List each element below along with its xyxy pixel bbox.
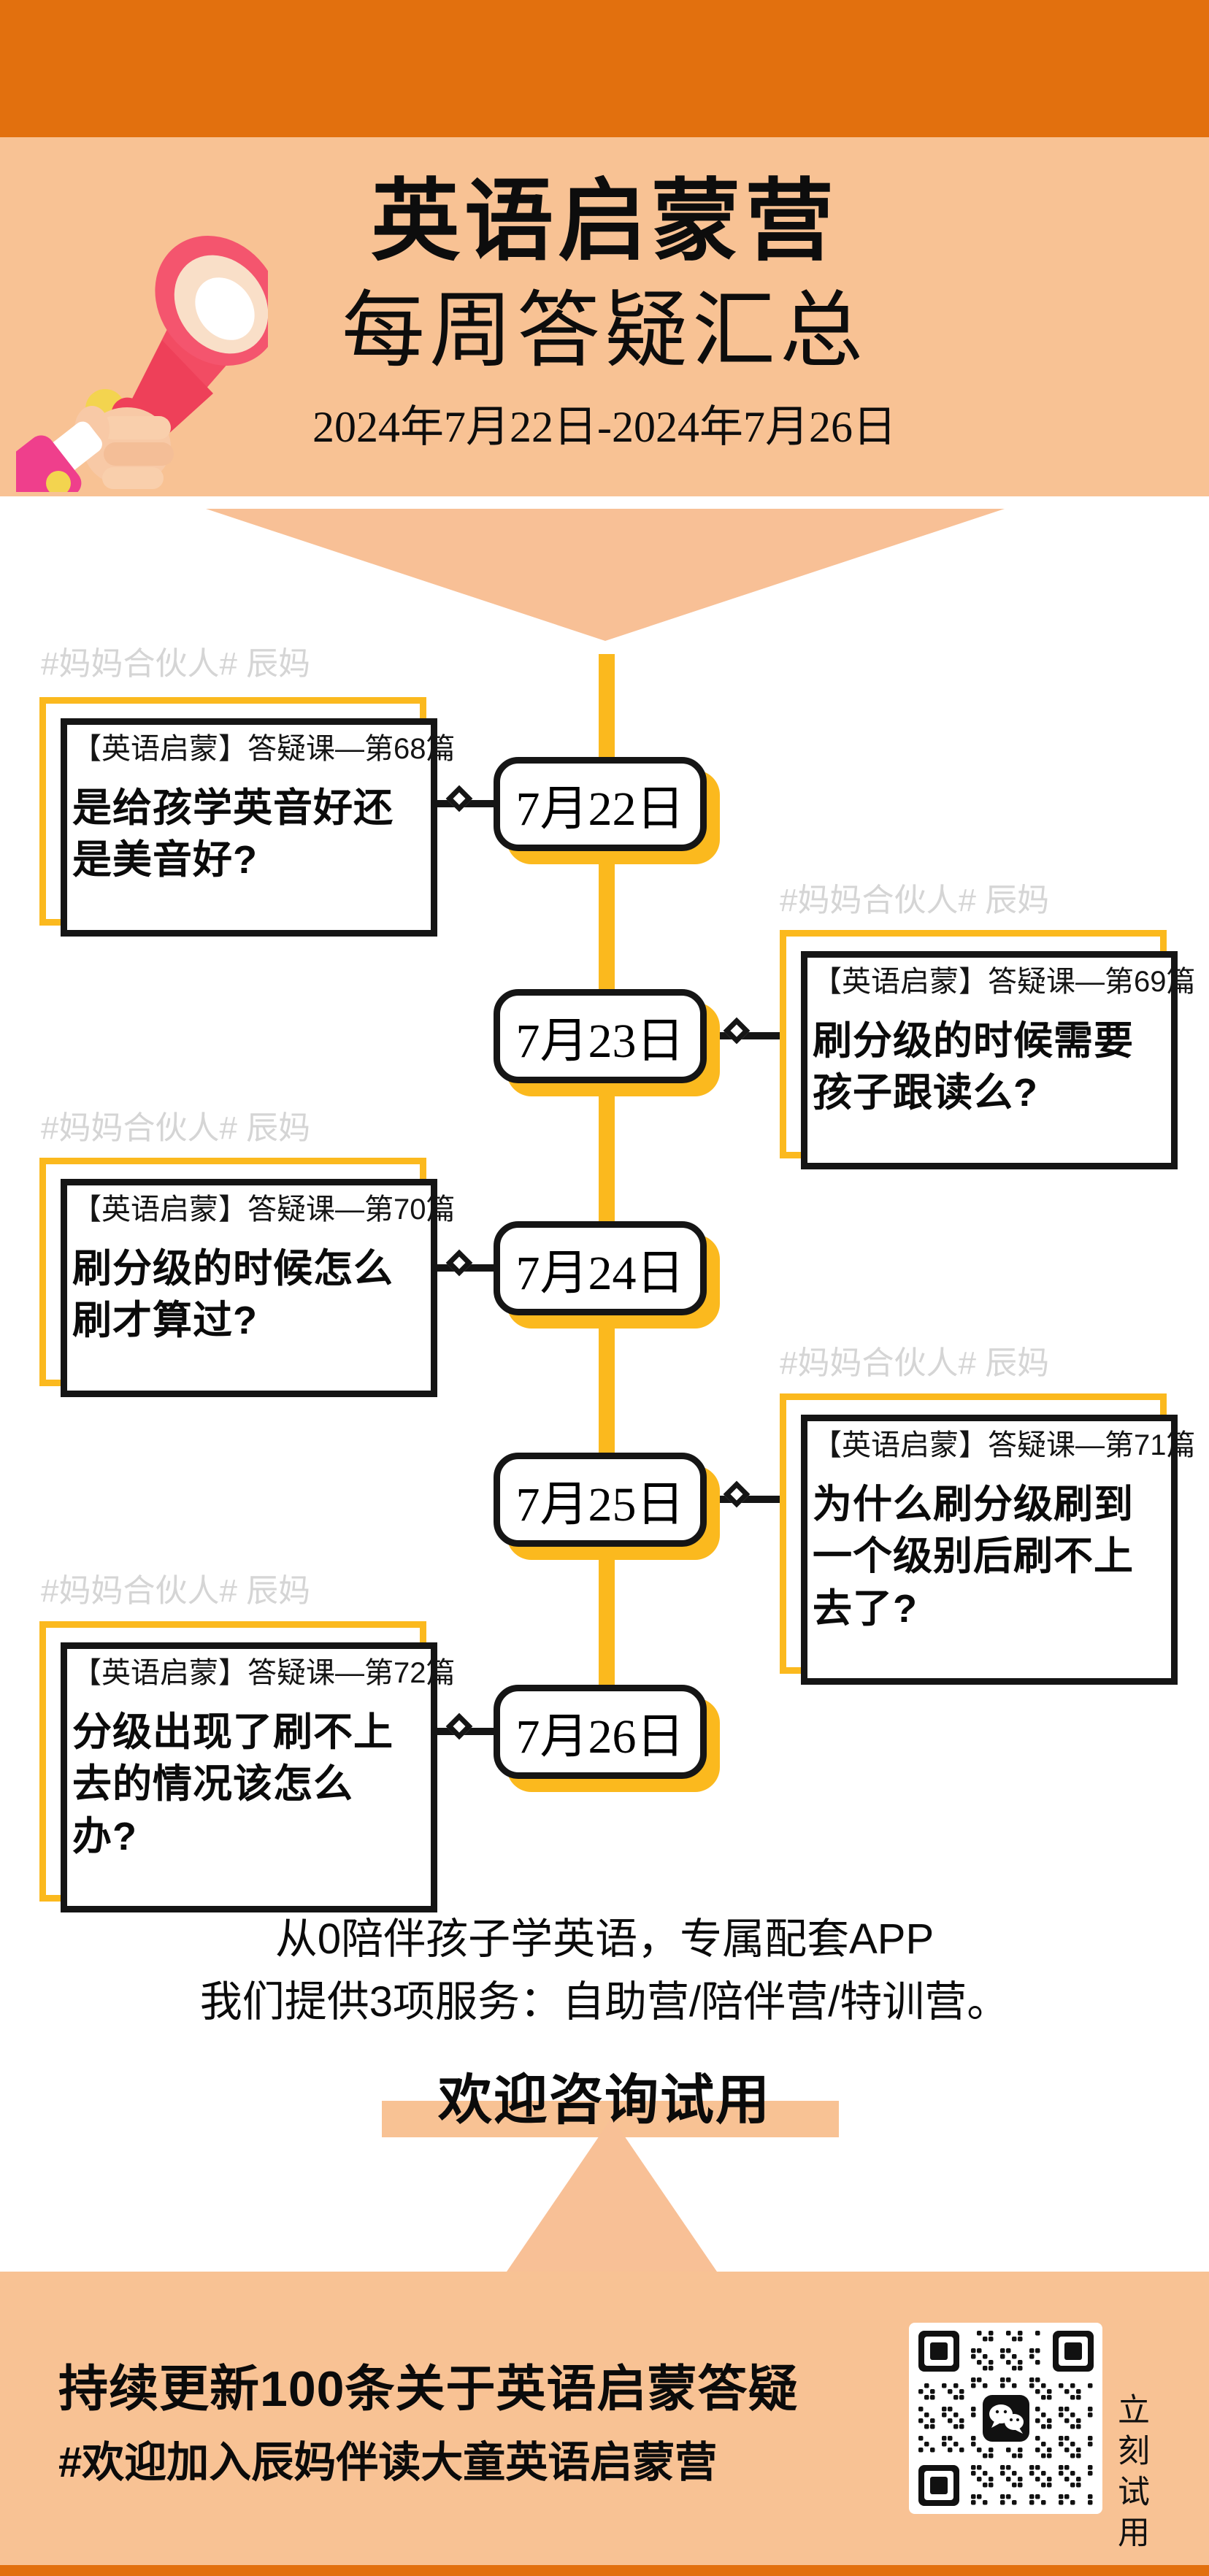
date-node-label: 7月24日 bbox=[515, 1246, 685, 1300]
card-question: 刷分级的时候怎么刷才算过? bbox=[72, 1247, 394, 1343]
watermark: #妈妈合伙人# 辰妈 bbox=[780, 1345, 1050, 1381]
timeline-line bbox=[599, 654, 615, 1685]
date-node-label: 7月23日 bbox=[515, 1014, 685, 1068]
date-node: 7月25日 bbox=[494, 1453, 707, 1547]
card-question: 是给孩学英音好还是美音好? bbox=[72, 786, 394, 883]
date-node: 7月23日 bbox=[494, 989, 707, 1083]
qa-card: 【英语启蒙】答疑课—第72篇 分级出现了刷不上去的情况该怎么办? bbox=[39, 1621, 456, 1912]
card-series-label: 【英语启蒙】答疑课—第71篇 bbox=[813, 1429, 1196, 1461]
connector-diamond-icon bbox=[445, 1712, 473, 1740]
up-arrow bbox=[507, 2118, 717, 2272]
date-node: 7月26日 bbox=[494, 1685, 707, 1779]
connector-diamond-icon bbox=[445, 785, 473, 812]
card-question: 为什么刷分级刷到一个级别后刷不上去了? bbox=[813, 1483, 1134, 1631]
bottom-banner bbox=[0, 2565, 1209, 2576]
card-question: 刷分级的时候需要孩子跟读么? bbox=[813, 1019, 1134, 1115]
date-node-label: 7月26日 bbox=[515, 1710, 685, 1764]
watermark: #妈妈合伙人# 辰妈 bbox=[41, 646, 311, 682]
card-series-label: 【英语启蒙】答疑课—第69篇 bbox=[813, 966, 1196, 998]
date-node: 7月22日 bbox=[494, 757, 707, 851]
page-subtitle: 每周答疑汇总 bbox=[341, 285, 867, 377]
connector-diamond-icon bbox=[723, 1017, 751, 1045]
promo-line-2: 我们提供3项服务：自助营/陪伴营/特训营。 bbox=[199, 1978, 1010, 2026]
qa-card: 【英语启蒙】答疑课—第70篇 刷分级的时候怎么刷才算过? bbox=[39, 1158, 456, 1397]
footer-line-1: 持续更新100条关于英语启蒙答疑 bbox=[58, 2361, 799, 2417]
qa-card: 【英语启蒙】答疑课—第69篇 刷分级的时候需要孩子跟读么? bbox=[780, 930, 1196, 1169]
down-arrow bbox=[206, 509, 1005, 641]
connector-diamond-icon bbox=[723, 1480, 751, 1508]
wechat-logo-icon bbox=[982, 2395, 1029, 2442]
card-question: 分级出现了刷不上去的情况该怎么办? bbox=[72, 1710, 394, 1858]
date-range: 2024年7月22日-2024年7月26日 bbox=[312, 403, 897, 451]
top-banner bbox=[0, 0, 1209, 137]
watermark: #妈妈合伙人# 辰妈 bbox=[41, 1573, 311, 1609]
card-series-label: 【英语启蒙】答疑课—第68篇 bbox=[72, 733, 456, 765]
watermark: #妈妈合伙人# 辰妈 bbox=[780, 883, 1050, 918]
promo-line-1: 从0陪伴孩子学英语，专属配套APP bbox=[275, 1915, 934, 1963]
connector-diamond-icon bbox=[445, 1249, 473, 1277]
qr-code bbox=[909, 2323, 1102, 2514]
cta-banner: 欢迎咨询试用 bbox=[438, 2069, 771, 2130]
watermark: #妈妈合伙人# 辰妈 bbox=[41, 1110, 311, 1146]
footer-line-2: #欢迎加入辰妈伴读大童英语启蒙营 bbox=[58, 2439, 718, 2486]
date-node-label: 7月22日 bbox=[515, 782, 685, 836]
card-series-label: 【英语启蒙】答疑课—第72篇 bbox=[72, 1657, 456, 1689]
megaphone-icon bbox=[0, 178, 280, 534]
page-title: 英语启蒙营 bbox=[371, 172, 838, 271]
qa-card: 【英语启蒙】答疑课—第68篇 是给孩学英音好还是美音好? bbox=[39, 697, 456, 937]
qr-cta-vertical-label: 立刻试用 bbox=[1113, 2393, 1148, 2556]
date-node: 7月24日 bbox=[494, 1221, 707, 1315]
qa-card: 【英语启蒙】答疑课—第71篇 为什么刷分级刷到一个级别后刷不上去了? bbox=[780, 1393, 1196, 1685]
date-node-label: 7月25日 bbox=[515, 1477, 685, 1531]
card-series-label: 【英语启蒙】答疑课—第70篇 bbox=[72, 1193, 456, 1226]
